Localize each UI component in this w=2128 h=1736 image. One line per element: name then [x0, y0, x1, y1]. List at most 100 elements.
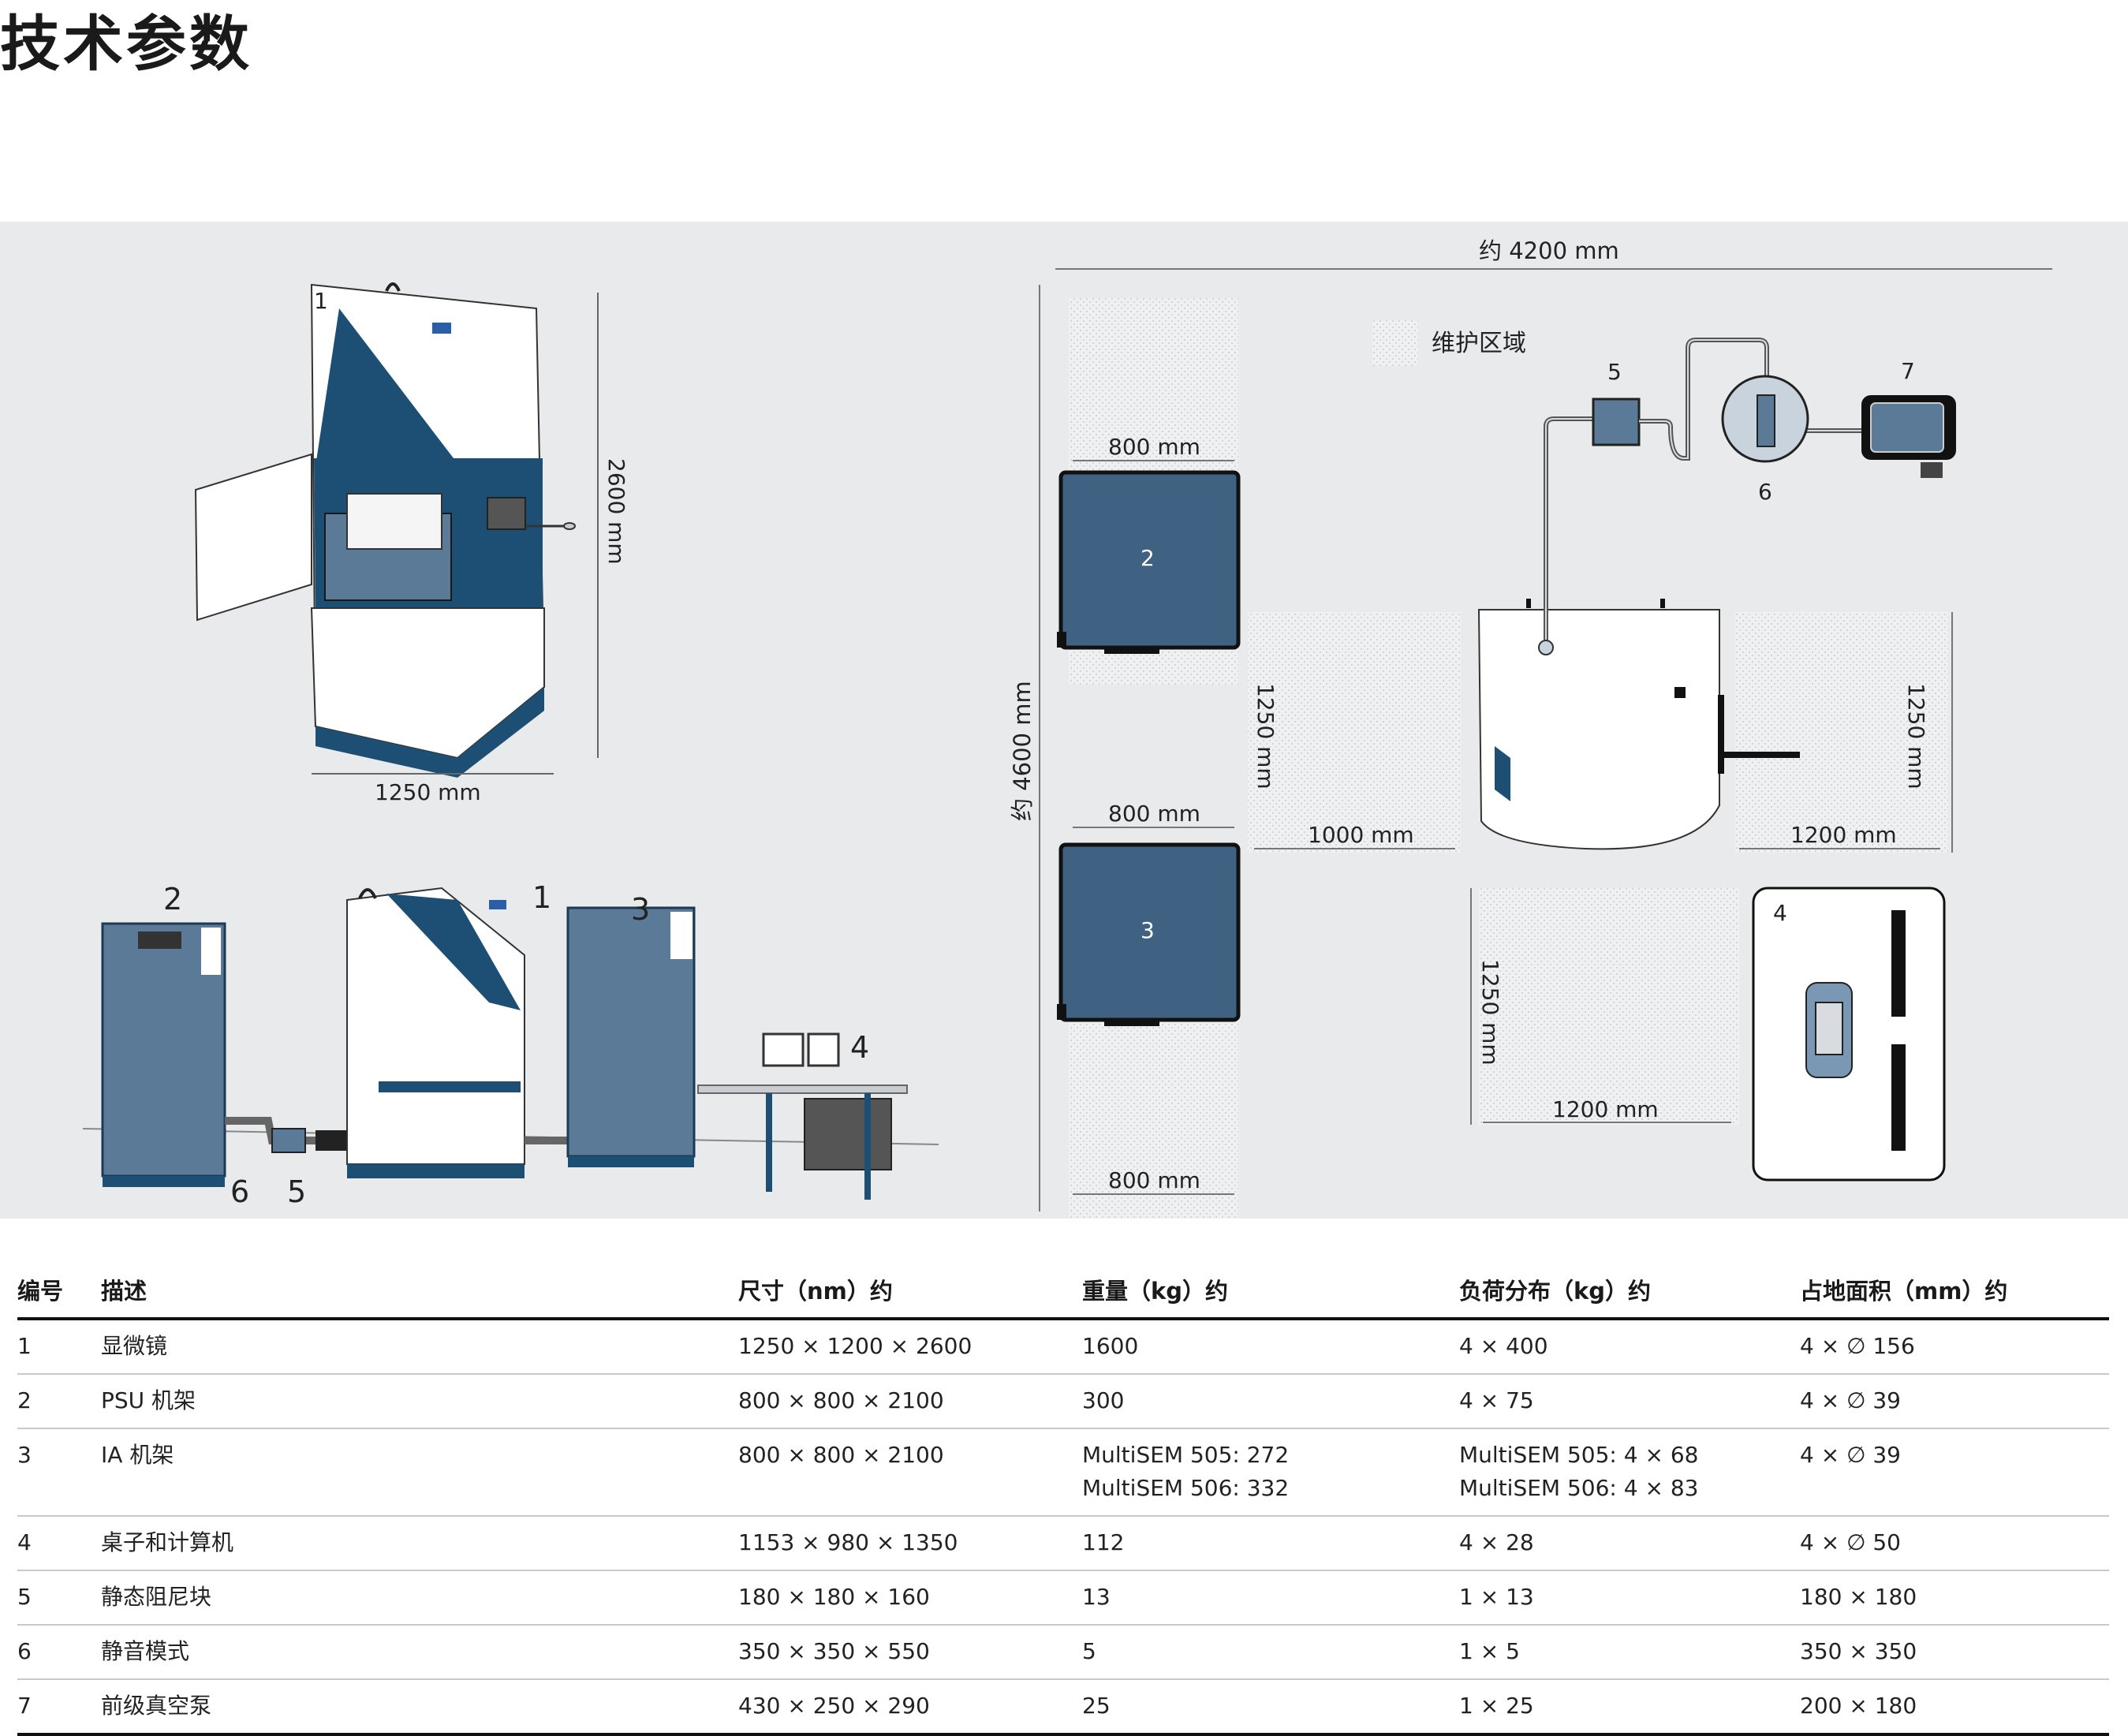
plan-label-4: 4 [1773, 900, 1787, 926]
header-number: 编号 [17, 1262, 101, 1320]
overview-label-2: 2 [163, 882, 182, 917]
dim-1200-lower: 1200 mm [1552, 1096, 1659, 1122]
overall-width-label: 约 4200 mm [1479, 237, 1619, 264]
row-description: PSU 机架 [101, 1374, 738, 1429]
row-load-line-2: MultiSEM 506: 4 × 83 [1459, 1475, 1699, 1501]
row-load: 4 × 400 [1459, 1319, 1800, 1375]
table-row: 5 静态阻尼块 180 × 180 × 160 13 1 × 13 180 × … [17, 1570, 2109, 1626]
row-number: 6 [17, 1625, 101, 1680]
row-description: 桌子和计算机 [101, 1516, 738, 1571]
overview-label-4: 4 [850, 1030, 869, 1065]
plan-label-6: 6 [1758, 479, 1772, 505]
row-footprint: 4 × ∅ 39 [1800, 1374, 2109, 1429]
row-description: 前级真空泵 [101, 1679, 738, 1736]
row-description: 静音模式 [101, 1625, 738, 1680]
row-load-line-1: MultiSEM 505: 4 × 68 [1459, 1442, 1699, 1468]
row-load: 4 × 75 [1459, 1374, 1800, 1429]
legend-label: 维护区域 [1432, 330, 1526, 357]
table-row: 2 PSU 机架 800 × 800 × 2100 300 4 × 75 4 ×… [17, 1374, 2109, 1429]
overview-label-5: 5 [287, 1174, 306, 1209]
figure-panel: 1 2600 mm 1250 mm 2 1 3 [0, 222, 2128, 1219]
legend-swatch [1372, 320, 1418, 366]
row-footprint: 4 × ∅ 50 [1800, 1516, 2109, 1571]
row-footprint: 200 × 180 [1800, 1679, 2109, 1736]
dim-800-mid: 800 mm [1108, 801, 1200, 827]
header-load: 负荷分布（kg）约 [1459, 1262, 1800, 1320]
maintenance-zone-front [1479, 888, 1739, 1125]
row-number: 1 [17, 1319, 101, 1375]
row-size: 430 × 250 × 290 [738, 1679, 1082, 1736]
system-overview-illustration [82, 887, 939, 1200]
row-footprint: 4 × ∅ 156 [1800, 1319, 2109, 1375]
spec-table: 编号 描述 尺寸（nm）约 重量（kg）约 负荷分布（kg）约 占地面积（mm）… [17, 1262, 2109, 1736]
overall-depth-label: 约 4600 mm [1009, 681, 1036, 821]
row-footprint: 4 × ∅ 39 [1800, 1428, 2109, 1517]
installation-figure: 1 2600 mm 1250 mm 2 1 3 [82, 237, 2052, 1219]
row-weight: 5 [1082, 1625, 1459, 1680]
dim-1250-right: 1250 mm [1903, 683, 1929, 790]
table-row: 3 IA 机架 800 × 800 × 2100 MultiSEM 505: 2… [17, 1428, 2109, 1517]
row-description: 显微镜 [101, 1319, 738, 1375]
row-description: 静态阻尼块 [101, 1570, 738, 1626]
row-load: 4 × 28 [1459, 1516, 1800, 1571]
plan-label-5: 5 [1607, 359, 1622, 385]
row-description: IA 机架 [101, 1428, 738, 1517]
row-weight: 13 [1082, 1570, 1459, 1626]
header-size: 尺寸（nm）约 [738, 1262, 1082, 1320]
dim-800-bottom: 800 mm [1108, 1167, 1200, 1193]
dim-1000: 1000 mm [1308, 822, 1414, 848]
row-size: 180 × 180 × 160 [738, 1570, 1082, 1626]
row-weight: 112 [1082, 1516, 1459, 1571]
dim-1200-right: 1200 mm [1790, 822, 1897, 848]
row-size: 800 × 800 × 2100 [738, 1374, 1082, 1429]
table-row: 1 显微镜 1250 × 1200 × 2600 1600 4 × 400 4 … [17, 1319, 2109, 1375]
unit-3-label: 3 [1141, 917, 1155, 943]
row-weight-line-1: MultiSEM 505: 272 [1082, 1442, 1290, 1468]
unit-2-label: 2 [1141, 545, 1155, 571]
plan-label-7: 7 [1901, 358, 1915, 384]
label-1-top: 1 [314, 288, 328, 314]
row-footprint: 180 × 180 [1800, 1570, 2109, 1626]
row-load: 1 × 13 [1459, 1570, 1800, 1626]
maintenance-zone-right [1735, 612, 1948, 853]
row-number: 3 [17, 1428, 101, 1517]
overview-label-6: 6 [230, 1174, 249, 1209]
microscope-top-view [1477, 609, 1720, 850]
dim-1250-lower: 1250 mm [1477, 959, 1503, 1066]
row-weight: MultiSEM 505: 272 MultiSEM 506: 332 [1082, 1428, 1459, 1517]
row-weight: 1600 [1082, 1319, 1459, 1375]
dim-800-top: 800 mm [1108, 434, 1200, 460]
row-load: 1 × 25 [1459, 1679, 1800, 1736]
height-dimension: 2600 mm [603, 458, 629, 565]
header-footprint: 占地面积（mm）约 [1800, 1262, 2109, 1320]
row-size: 800 × 800 × 2100 [738, 1428, 1082, 1517]
floor-plan [1039, 268, 2052, 1219]
microscope-illustration [194, 282, 576, 778]
table-row: 7 前级真空泵 430 × 250 × 290 25 1 × 25 200 × … [17, 1679, 2109, 1736]
header-weight: 重量（kg）约 [1082, 1262, 1459, 1320]
damping-block-5 [1592, 398, 1641, 446]
row-number: 2 [17, 1374, 101, 1429]
overview-label-3: 3 [631, 892, 650, 927]
dim-1250-left: 1250 mm [1253, 683, 1279, 790]
row-number: 5 [17, 1570, 101, 1626]
table-row: 6 静音模式 350 × 350 × 550 5 1 × 5 350 × 350 [17, 1625, 2109, 1680]
row-size: 1153 × 980 × 1350 [738, 1516, 1082, 1571]
row-load: MultiSEM 505: 4 × 68 MultiSEM 506: 4 × 8… [1459, 1428, 1800, 1517]
width-dimension: 1250 mm [375, 779, 481, 805]
row-footprint: 350 × 350 [1800, 1625, 2109, 1680]
page-title: 技术参数 [0, 9, 252, 79]
maintenance-zone-left [1248, 612, 1461, 853]
row-number: 7 [17, 1679, 101, 1736]
row-number: 4 [17, 1516, 101, 1571]
row-weight-line-2: MultiSEM 506: 332 [1082, 1475, 1290, 1501]
table-row: 4 桌子和计算机 1153 × 980 × 1350 112 4 × 28 4 … [17, 1516, 2109, 1571]
row-size: 1250 × 1200 × 2600 [738, 1319, 1082, 1375]
row-weight: 25 [1082, 1679, 1459, 1736]
row-load: 1 × 5 [1459, 1625, 1800, 1680]
table-header-row: 编号 描述 尺寸（nm）约 重量（kg）约 负荷分布（kg）约 占地面积（mm）… [17, 1262, 2109, 1320]
row-weight: 300 [1082, 1374, 1459, 1429]
row-size: 350 × 350 × 550 [738, 1625, 1082, 1680]
header-description: 描述 [101, 1262, 738, 1320]
overview-label-1: 1 [532, 880, 551, 915]
